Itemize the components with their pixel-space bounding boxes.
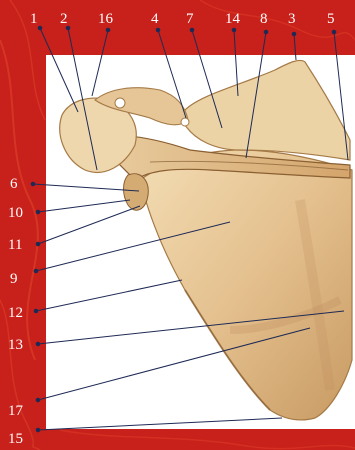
label-5: 5 [327,12,335,27]
label-11: 11 [8,238,22,253]
label-7: 7 [186,12,194,27]
label-4: 4 [151,12,159,27]
label-14: 14 [225,12,240,27]
label-2: 2 [60,12,68,27]
label-13: 13 [8,338,23,353]
glenoid [124,174,149,211]
scapula-body [140,150,352,420]
label-8: 8 [260,12,268,27]
label-3: 3 [288,12,296,27]
foramen [115,98,125,108]
label-12: 12 [8,306,23,321]
scapular-notch [181,118,189,126]
label-15: 15 [8,432,23,447]
label-16: 16 [98,12,113,27]
label-9: 9 [10,272,18,287]
supraspinous-fossa [185,60,350,160]
label-10: 10 [8,206,23,221]
label-1: 1 [30,12,38,27]
label-6: 6 [10,177,18,192]
label-17: 17 [8,404,23,419]
